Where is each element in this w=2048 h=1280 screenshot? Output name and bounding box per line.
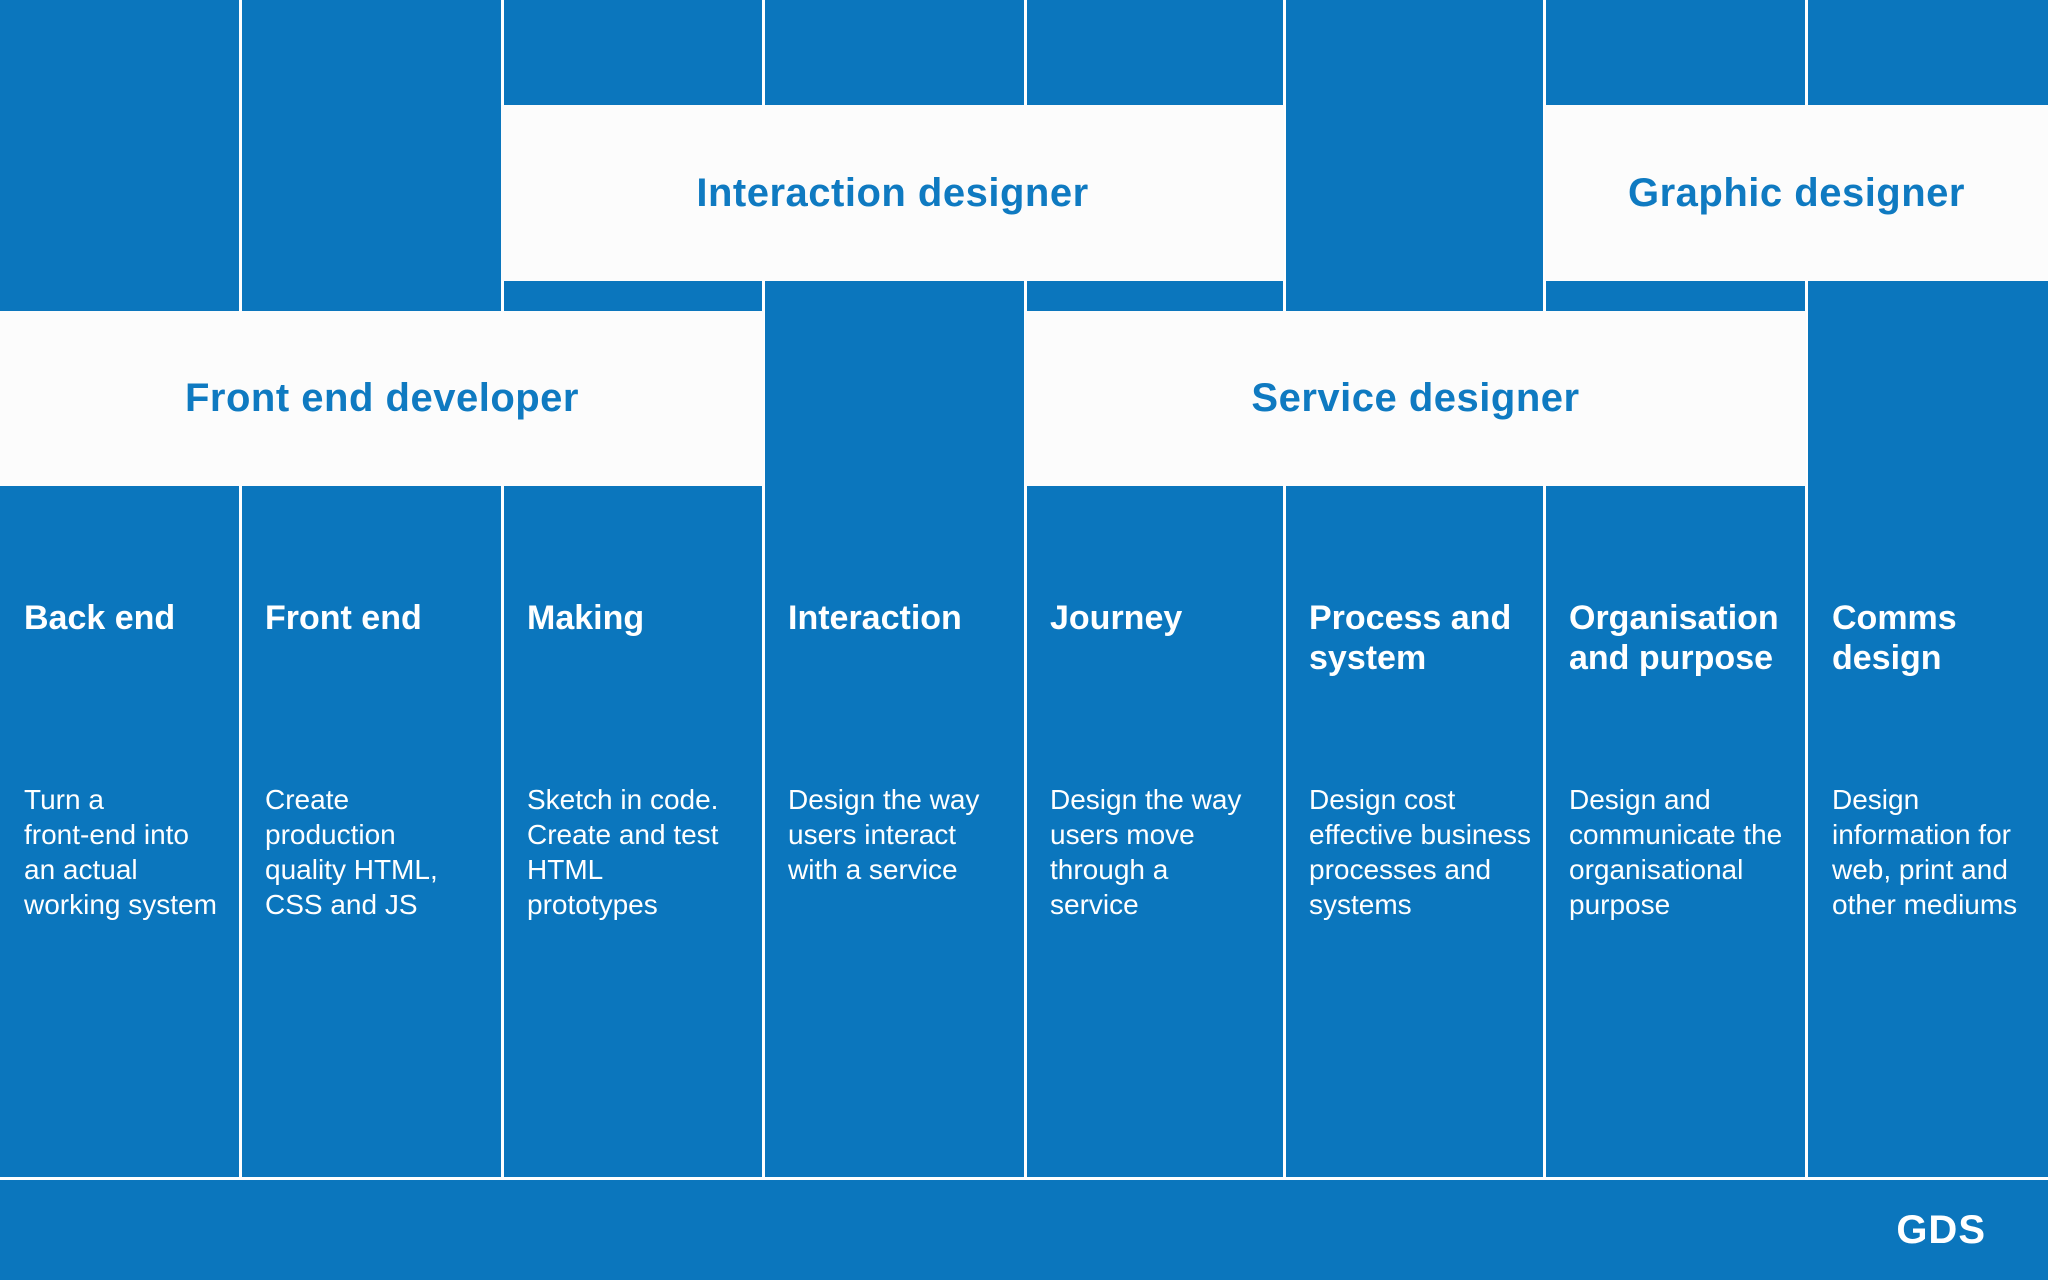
column-journey: Journey Design the way users move throug… — [1026, 0, 1284, 1177]
footer: GDS — [0, 1180, 2048, 1280]
column-divider — [762, 0, 765, 1177]
column-divider — [239, 0, 242, 1177]
column-description: Sketch in code. Create and test HTML pro… — [527, 784, 719, 920]
column-description: Turn a front-end into an actual working … — [24, 784, 217, 920]
column-heading: Journey — [1050, 599, 1183, 637]
column-back-end: Back end Turn a front-end into an actual… — [0, 0, 240, 1177]
column-heading: Comms design — [1832, 599, 1957, 678]
column-description: Design information for web, print and ot… — [1832, 784, 2018, 920]
column-divider — [1543, 0, 1546, 1177]
column-description: Design the way users move through a serv… — [1050, 784, 1242, 920]
column-divider — [1024, 0, 1027, 1177]
column-process-and-system: Process and system Design cost effective… — [1285, 0, 1544, 1177]
column-description: Design and communicate the organisationa… — [1569, 784, 1783, 920]
banner-service-designer: Service designer — [1025, 311, 1806, 486]
column-making: Making Sketch in code. Create and test H… — [503, 0, 763, 1177]
column-heading: Interaction — [788, 599, 962, 637]
column-divider — [1805, 0, 1808, 1177]
banner-label: Graphic designer — [1628, 170, 1965, 215]
column-comms-design: Comms design Design information for web,… — [1808, 0, 2048, 1177]
banner-interaction-designer: Interaction designer — [501, 105, 1284, 281]
column-front-end: Front end Create production quality HTML… — [241, 0, 502, 1177]
gds-logo: GDS — [1896, 1207, 1986, 1252]
column-organisation-and-purpose: Organisation and purpose Design and comm… — [1545, 0, 1807, 1177]
column-heading: Process and system — [1309, 599, 1512, 678]
column-description: Design cost effective business processes… — [1309, 784, 1532, 920]
column-description: Design the way users interact with a ser… — [788, 784, 980, 885]
banner-graphic-designer: Graphic designer — [1545, 105, 2048, 281]
column-divider — [1283, 0, 1286, 1177]
column-heading: Back end — [24, 599, 176, 637]
banner-label: Front end developer — [185, 376, 579, 420]
footer-divider — [0, 1177, 2048, 1180]
column-heading: Organisation and purpose — [1569, 599, 1779, 678]
column-divider — [501, 0, 504, 1177]
column-interaction: Interaction Design the way users interac… — [764, 0, 1025, 1177]
banner-front-end-developer: Front end developer — [0, 311, 764, 486]
column-heading: Making — [527, 599, 645, 637]
banner-label: Service designer — [1251, 376, 1580, 420]
column-description: Create production quality HTML, CSS and … — [265, 784, 438, 920]
column-heading: Front end — [265, 599, 422, 637]
banner-label: Interaction designer — [696, 170, 1089, 215]
